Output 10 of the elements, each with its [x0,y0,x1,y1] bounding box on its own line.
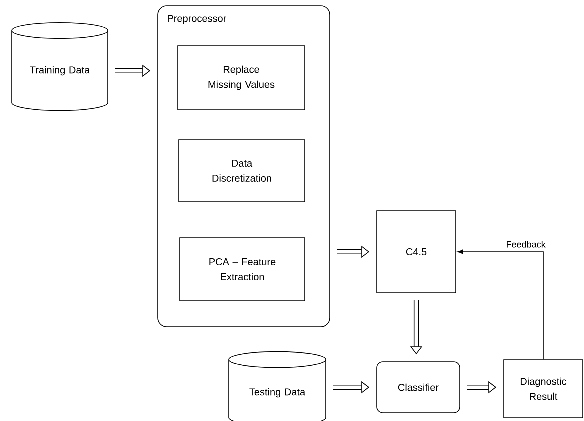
edge-label: Feedback [505,240,547,249]
process-box: Diagnostic Result [504,360,584,418]
process-box: Data Discretization [178,140,306,202]
feedback-arrow [458,250,544,360]
process-box: C4.5 [376,210,456,294]
process-box: PCA – Feature Extraction [180,238,306,302]
database-cylinder: Testing Data [228,351,326,421]
process-box: Classifier [376,362,460,414]
process-box: Replace Missing Values [178,46,306,110]
database-cylinder: Training Data [12,22,108,112]
